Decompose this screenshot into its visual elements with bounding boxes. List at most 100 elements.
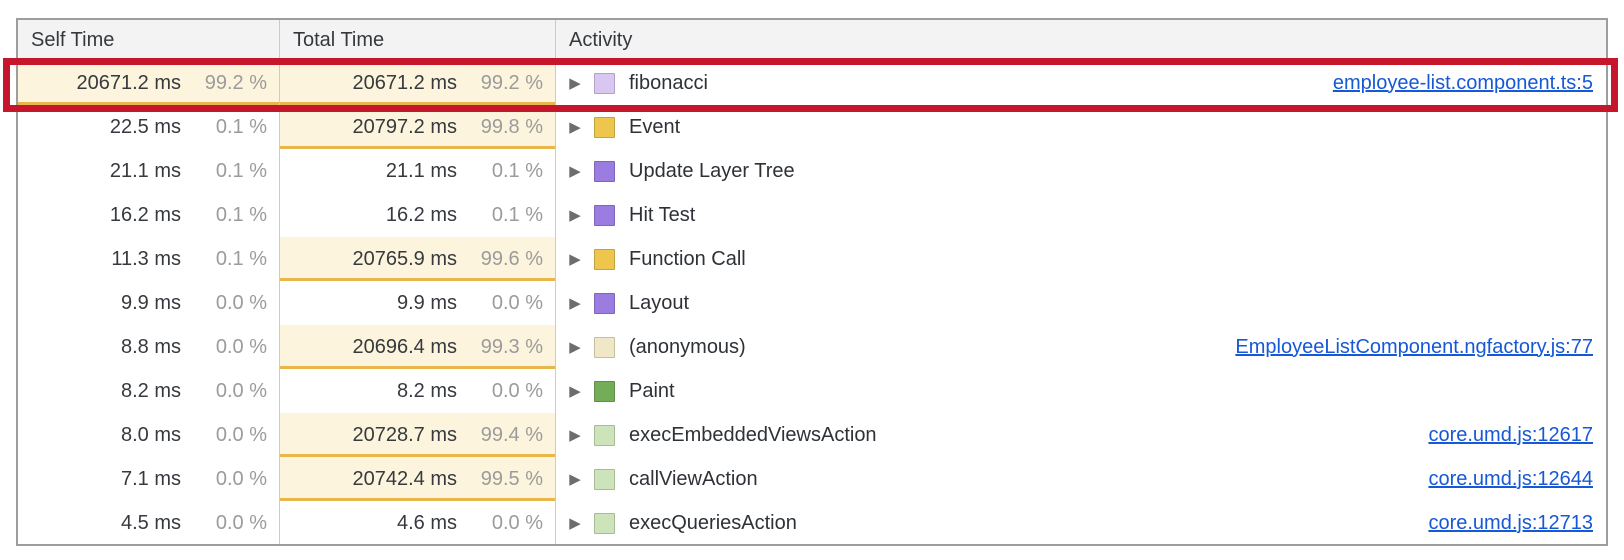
total-time-wrap: 8.2 ms 0.0 % <box>280 380 555 403</box>
activity-label: Hit Test <box>629 203 696 226</box>
self-time-cell: 22.5 ms 0.1 % <box>18 105 280 149</box>
disclosure-triangle-icon[interactable]: ▶ <box>569 471 581 488</box>
activity-label: Paint <box>629 379 675 402</box>
total-time-cell: 20797.2 ms 99.8 % <box>280 105 556 149</box>
activity-cell: ▶ execQueriesAction core.umd.js:12713 <box>556 501 1606 544</box>
self-time-cell: 9.9 ms 0.0 % <box>18 281 280 325</box>
category-color-swatch <box>594 336 615 358</box>
self-time-cell: 7.1 ms 0.0 % <box>18 457 280 501</box>
total-time-percent: 0.0 % <box>491 379 543 402</box>
activity-cell: ▶ Function Call <box>556 237 1606 281</box>
total-time-wrap: 16.2 ms 0.1 % <box>280 204 555 227</box>
total-time-value: 8.2 ms <box>396 379 457 402</box>
self-time-cell: 21.1 ms 0.1 % <box>18 149 280 193</box>
self-time-wrap: 9.9 ms 0.0 % <box>18 292 279 315</box>
category-color-swatch <box>594 424 615 446</box>
self-time-percent: 0.1 % <box>215 115 267 138</box>
self-time-percent: 0.0 % <box>215 511 267 534</box>
table-row[interactable]: 8.8 ms 0.0 % 20696.4 ms 99.3 % ▶ (anonym… <box>18 325 1606 369</box>
total-time-percent: 0.1 % <box>491 159 543 182</box>
category-color-swatch <box>594 204 615 226</box>
self-time-cell: 11.3 ms 0.1 % <box>18 237 280 281</box>
source-location-link[interactable]: employee-list.component.ts:5 <box>1332 71 1593 94</box>
table-row[interactable]: 7.1 ms 0.0 % 20742.4 ms 99.5 % ▶ callVie… <box>18 457 1606 501</box>
total-time-cell: 21.1 ms 0.1 % <box>280 149 556 193</box>
total-time-wrap: 20696.4 ms 99.3 % <box>280 336 555 359</box>
self-time-wrap: 7.1 ms 0.0 % <box>18 468 279 491</box>
activity-label: execEmbeddedViewsAction <box>629 423 877 446</box>
disclosure-triangle-icon[interactable]: ▶ <box>569 383 581 400</box>
self-time-cell: 20671.2 ms 99.2 % <box>18 61 280 105</box>
disclosure-triangle-icon[interactable]: ▶ <box>569 75 581 92</box>
table-row[interactable]: 8.2 ms 0.0 % 8.2 ms 0.0 % ▶ Paint <box>18 369 1606 413</box>
self-time-cell: 8.0 ms 0.0 % <box>18 413 280 457</box>
category-color-swatch <box>594 468 615 490</box>
self-time-percent: 0.0 % <box>215 467 267 490</box>
self-time-percent: 0.1 % <box>215 203 267 226</box>
self-time-wrap: 8.2 ms 0.0 % <box>18 380 279 403</box>
disclosure-triangle-icon[interactable]: ▶ <box>569 427 581 444</box>
category-color-swatch <box>594 160 615 182</box>
table-row[interactable]: 21.1 ms 0.1 % 21.1 ms 0.1 % ▶ Update Lay… <box>18 149 1606 193</box>
disclosure-triangle-icon[interactable]: ▶ <box>569 515 581 532</box>
category-color-swatch <box>594 116 615 138</box>
column-header-total-time[interactable]: Total Time <box>280 20 556 60</box>
total-time-value: 20696.4 ms <box>352 335 457 358</box>
self-time-wrap: 11.3 ms 0.1 % <box>18 248 279 271</box>
table-row[interactable]: 22.5 ms 0.1 % 20797.2 ms 99.8 % ▶ Event <box>18 105 1606 149</box>
self-time-percent: 0.0 % <box>215 379 267 402</box>
total-time-cell: 16.2 ms 0.1 % <box>280 193 556 237</box>
self-time-wrap: 21.1 ms 0.1 % <box>18 160 279 183</box>
activity-cell: ▶ Paint <box>556 369 1606 413</box>
self-time-wrap: 8.0 ms 0.0 % <box>18 424 279 447</box>
disclosure-triangle-icon[interactable]: ▶ <box>569 339 581 356</box>
activity-cell: ▶ (anonymous) EmployeeListComponent.ngfa… <box>556 325 1606 369</box>
source-location-link[interactable]: core.umd.js:12713 <box>1428 511 1593 534</box>
source-location-link[interactable]: core.umd.js:12644 <box>1428 467 1593 490</box>
self-time-wrap: 4.5 ms 0.0 % <box>18 512 279 535</box>
total-time-percent: 99.5 % <box>480 467 543 490</box>
disclosure-triangle-icon[interactable]: ▶ <box>569 207 581 224</box>
table-row[interactable]: 4.5 ms 0.0 % 4.6 ms 0.0 % ▶ execQueriesA… <box>18 501 1606 544</box>
disclosure-triangle-icon[interactable]: ▶ <box>569 119 581 136</box>
activity-label: Function Call <box>629 247 746 270</box>
column-header-label: Self Time <box>31 28 115 51</box>
activity-label: callViewAction <box>629 467 758 490</box>
self-time-value: 21.1 ms <box>109 159 181 182</box>
activity-label: Event <box>629 115 681 138</box>
source-location-link[interactable]: core.umd.js:12617 <box>1428 423 1593 446</box>
activity-cell: ▶ Layout <box>556 281 1606 325</box>
table-row[interactable]: 9.9 ms 0.0 % 9.9 ms 0.0 % ▶ Layout <box>18 281 1606 325</box>
self-time-value: 7.1 ms <box>120 467 181 490</box>
category-color-swatch <box>594 248 615 270</box>
self-time-value: 16.2 ms <box>109 203 181 226</box>
activity-label: Update Layer Tree <box>629 159 795 182</box>
disclosure-triangle-icon[interactable]: ▶ <box>569 251 581 268</box>
table-row[interactable]: 11.3 ms 0.1 % 20765.9 ms 99.6 % ▶ Functi… <box>18 237 1606 281</box>
table-row[interactable]: 8.0 ms 0.0 % 20728.7 ms 99.4 % ▶ execEmb… <box>18 413 1606 457</box>
column-header-label: Total Time <box>293 28 385 51</box>
total-time-wrap: 9.9 ms 0.0 % <box>280 292 555 315</box>
total-time-wrap: 20671.2 ms 99.2 % <box>280 72 555 95</box>
disclosure-triangle-icon[interactable]: ▶ <box>569 163 581 180</box>
self-time-cell: 8.2 ms 0.0 % <box>18 369 280 413</box>
column-header-activity[interactable]: Activity <box>556 20 1606 60</box>
table-row[interactable]: 20671.2 ms 99.2 % 20671.2 ms 99.2 % ▶ fi… <box>18 61 1606 105</box>
source-location-link[interactable]: EmployeeListComponent.ngfactory.js:77 <box>1235 335 1593 358</box>
total-time-wrap: 20728.7 ms 99.4 % <box>280 424 555 447</box>
self-time-value: 8.0 ms <box>120 423 181 446</box>
total-time-value: 9.9 ms <box>396 291 457 314</box>
activity-label: Layout <box>629 291 690 314</box>
total-time-cell: 20765.9 ms 99.6 % <box>280 237 556 281</box>
self-time-wrap: 20671.2 ms 99.2 % <box>18 72 279 95</box>
self-time-percent: 0.0 % <box>215 335 267 358</box>
table-row[interactable]: 16.2 ms 0.1 % 16.2 ms 0.1 % ▶ Hit Test <box>18 193 1606 237</box>
self-time-percent: 0.1 % <box>215 247 267 270</box>
total-time-percent: 99.3 % <box>480 335 543 358</box>
self-time-value: 8.8 ms <box>120 335 181 358</box>
disclosure-triangle-icon[interactable]: ▶ <box>569 295 581 312</box>
column-header-self-time[interactable]: Self Time <box>18 20 280 60</box>
self-time-value: 8.2 ms <box>120 379 181 402</box>
total-time-value: 20671.2 ms <box>352 71 457 94</box>
grid-header-row: Self Time Total Time Activity <box>18 20 1606 61</box>
